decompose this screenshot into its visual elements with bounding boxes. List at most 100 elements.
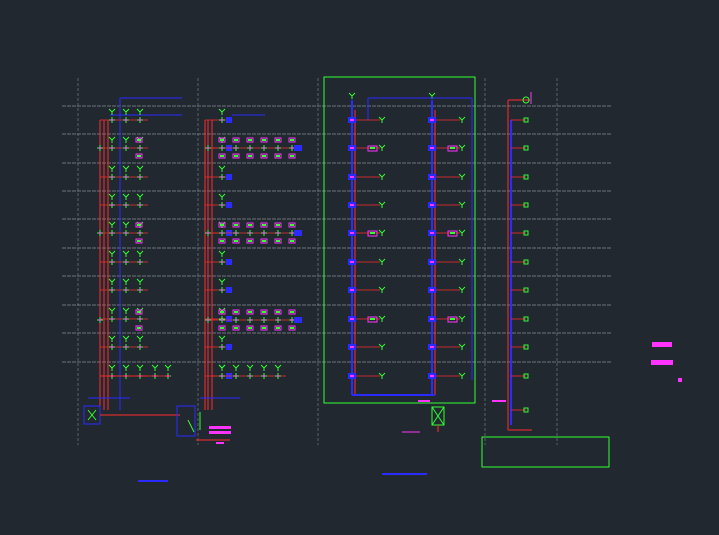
valve-body bbox=[246, 325, 254, 331]
valve-core bbox=[137, 240, 141, 242]
meter-icon bbox=[136, 278, 144, 285]
meter-stroke bbox=[136, 278, 141, 283]
fixture-icon bbox=[219, 202, 225, 208]
meter-stroke bbox=[108, 250, 113, 255]
fixture-dot bbox=[207, 232, 209, 234]
meter-icon bbox=[218, 193, 226, 200]
meter-stroke bbox=[125, 108, 130, 113]
valve-body bbox=[288, 309, 296, 315]
valve-body bbox=[135, 137, 143, 143]
fixture-dot bbox=[221, 375, 223, 377]
valve-icon bbox=[367, 316, 378, 323]
fixture-icon bbox=[97, 230, 103, 236]
valve-core bbox=[234, 311, 238, 313]
meter-stroke bbox=[458, 229, 463, 234]
meter-stroke bbox=[381, 258, 386, 263]
valve-core bbox=[276, 155, 280, 157]
meter-stroke bbox=[218, 165, 223, 170]
meter-stroke bbox=[122, 193, 127, 198]
fixture-icon bbox=[97, 317, 103, 323]
valve-icon bbox=[274, 238, 282, 244]
label-bar bbox=[418, 400, 430, 402]
meter-icon bbox=[218, 250, 226, 257]
meter-stroke bbox=[431, 92, 436, 97]
fixture-icon bbox=[261, 317, 267, 323]
legend-bar-2 bbox=[651, 360, 673, 365]
valve-icon bbox=[350, 346, 354, 348]
fixture-dot bbox=[291, 147, 293, 149]
meter-stroke bbox=[348, 92, 353, 97]
meter-stroke bbox=[458, 258, 463, 263]
meter-icon bbox=[378, 173, 386, 180]
meter-stroke bbox=[246, 364, 251, 369]
meter-icon bbox=[294, 317, 302, 323]
valve-core bbox=[248, 327, 252, 329]
meter-stroke bbox=[125, 250, 130, 255]
valve-icon bbox=[447, 145, 458, 152]
fixture-icon bbox=[523, 145, 529, 151]
valve-core bbox=[262, 311, 266, 313]
meter-icon bbox=[218, 278, 226, 285]
valve-body bbox=[218, 137, 226, 143]
valve-body bbox=[260, 222, 268, 228]
valve-body bbox=[274, 137, 282, 143]
fixture-dot bbox=[249, 232, 251, 234]
fixture-dot bbox=[139, 289, 141, 291]
valve-core bbox=[276, 327, 280, 329]
valve-core bbox=[248, 139, 252, 141]
valve-body bbox=[232, 325, 240, 331]
valve-icon bbox=[350, 176, 354, 178]
valve-core bbox=[234, 155, 238, 157]
fixture-icon bbox=[109, 287, 115, 293]
valve-body bbox=[274, 325, 282, 331]
fixture-icon bbox=[523, 230, 529, 236]
valve-body bbox=[288, 238, 296, 244]
fixture-icon bbox=[275, 145, 281, 151]
meter-stroke bbox=[458, 116, 463, 121]
valve-icon bbox=[350, 119, 354, 121]
meter-stroke bbox=[378, 144, 383, 149]
valve-core bbox=[262, 139, 266, 141]
valve-icon bbox=[288, 153, 296, 159]
fixture-dot bbox=[139, 119, 141, 121]
valve-icon bbox=[274, 325, 282, 331]
valve-body bbox=[232, 309, 240, 315]
fixture-dot bbox=[125, 119, 127, 121]
meter-stroke bbox=[122, 364, 127, 369]
legend-area bbox=[651, 342, 682, 382]
valve-body bbox=[232, 238, 240, 244]
valve-core bbox=[450, 318, 455, 320]
valve-core bbox=[370, 318, 375, 320]
fixture-dot bbox=[277, 319, 279, 321]
fixture-dot bbox=[139, 261, 141, 263]
fixture-icon bbox=[137, 117, 143, 123]
fixture-dot bbox=[125, 147, 127, 149]
meter-stroke bbox=[139, 278, 144, 283]
valve-core bbox=[262, 327, 266, 329]
meter-stroke bbox=[461, 343, 466, 348]
fixture-icon bbox=[233, 317, 239, 323]
valve-icon bbox=[274, 309, 282, 315]
fixture-icon bbox=[123, 145, 129, 151]
meter-icon bbox=[378, 229, 386, 236]
meter-stroke bbox=[260, 364, 265, 369]
fixture-dot bbox=[277, 375, 279, 377]
fixture-dot bbox=[249, 375, 251, 377]
valve-core bbox=[248, 155, 252, 157]
meter-icon bbox=[218, 165, 226, 172]
valve-icon bbox=[232, 222, 240, 228]
fixture-icon bbox=[109, 174, 115, 180]
meter-stroke bbox=[378, 173, 383, 178]
meter-icon bbox=[294, 230, 302, 236]
fixture-icon bbox=[205, 145, 211, 151]
fixture-icon bbox=[233, 145, 239, 151]
meter-stroke bbox=[458, 144, 463, 149]
meter-icon bbox=[378, 144, 386, 151]
meter-icon bbox=[108, 335, 116, 342]
valve-body bbox=[232, 153, 240, 159]
meter-stroke bbox=[458, 343, 463, 348]
fixture-icon bbox=[137, 230, 143, 236]
valve-body bbox=[135, 153, 143, 159]
meter-stroke bbox=[232, 364, 237, 369]
